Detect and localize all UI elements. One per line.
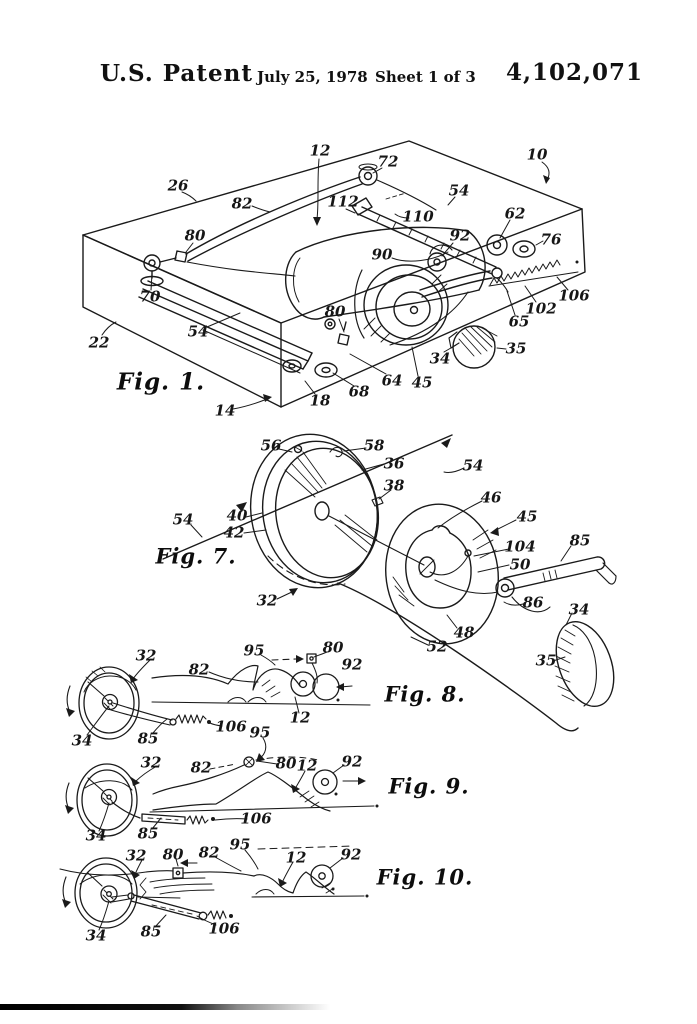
ref-numeral: 76 xyxy=(540,230,562,249)
ref-numeral: 95 xyxy=(243,641,265,660)
fig7-drawing xyxy=(162,433,617,732)
ref-numeral: 32 xyxy=(140,753,162,772)
ref-numeral: 80 xyxy=(324,302,346,321)
ref-numeral: 112 xyxy=(327,192,359,211)
ref-numeral: 85 xyxy=(137,824,159,843)
ref-numeral: 62 xyxy=(504,204,526,223)
ref-numeral: 70 xyxy=(139,287,161,306)
ref-numeral: 14 xyxy=(214,401,236,420)
fig9-drawing xyxy=(65,756,379,837)
scan-artifact-bar xyxy=(0,1004,330,1010)
ref-numeral: 50 xyxy=(509,555,531,574)
ref-numeral: 45 xyxy=(516,507,538,526)
ref-numeral: 65 xyxy=(508,312,530,331)
ref-numeral: 80 xyxy=(275,754,297,773)
ref-numeral: 80 xyxy=(184,226,206,245)
fig9-caption: Fig. 9. xyxy=(388,773,470,799)
ref-numeral: 92 xyxy=(341,655,363,674)
ref-numeral: 86 xyxy=(522,593,544,612)
ref-numeral: 22 xyxy=(88,333,110,352)
ref-numeral: 85 xyxy=(569,531,591,550)
ref-numeral: 90 xyxy=(371,245,393,264)
patent-title: U.S. Patent xyxy=(100,60,253,87)
ref-numeral: 34 xyxy=(85,826,107,845)
ref-numeral: 48 xyxy=(453,623,475,642)
fig8-drawing xyxy=(66,651,371,762)
ref-numeral: 102 xyxy=(525,299,557,318)
ref-numeral: 54 xyxy=(462,456,484,475)
ref-numeral: 36 xyxy=(383,454,405,473)
ref-numeral: 26 xyxy=(167,176,189,195)
ref-numeral: 80 xyxy=(162,845,184,864)
ref-numeral: 64 xyxy=(381,371,403,390)
ref-numeral: 106 xyxy=(240,809,272,828)
ref-numeral: 54 xyxy=(172,510,194,529)
ref-numeral: 82 xyxy=(231,194,253,213)
ref-numeral: 92 xyxy=(449,226,471,245)
ref-numeral: 106 xyxy=(558,286,590,305)
ref-numeral: 80 xyxy=(322,638,344,657)
ref-numeral: 85 xyxy=(137,729,159,748)
ref-numeral: 52 xyxy=(426,637,448,656)
ref-numeral: 38 xyxy=(383,476,405,495)
ref-numeral: 58 xyxy=(363,436,385,455)
ref-numeral: 34 xyxy=(429,349,451,368)
ref-numeral: 12 xyxy=(309,141,331,160)
fig10-drawing xyxy=(59,845,369,931)
ref-numeral: 40 xyxy=(226,506,248,525)
ref-numeral: 32 xyxy=(256,591,278,610)
sheet-number: Sheet 1 of 3 xyxy=(375,68,476,86)
ref-numeral: 12 xyxy=(296,756,318,775)
ref-numeral: 18 xyxy=(309,391,331,410)
ref-numeral: 95 xyxy=(249,723,271,742)
ref-numeral: 92 xyxy=(340,845,362,864)
ref-numeral: 35 xyxy=(535,651,557,670)
patent-date: July 25, 1978 xyxy=(257,68,368,86)
ref-numeral: 12 xyxy=(289,708,311,727)
ref-numeral: 82 xyxy=(190,758,212,777)
ref-numeral: 35 xyxy=(505,339,527,358)
ref-numeral: 45 xyxy=(411,373,433,392)
ref-numeral: 106 xyxy=(208,919,240,938)
ref-numeral: 56 xyxy=(260,436,282,455)
fig7-caption: Fig. 7. xyxy=(155,543,237,569)
ref-numeral: 12 xyxy=(285,848,307,867)
ref-numeral: 34 xyxy=(71,731,93,750)
ref-numeral: 82 xyxy=(188,660,210,679)
fig1-caption: Fig. 1. xyxy=(116,368,206,396)
ref-numeral: 46 xyxy=(480,488,502,507)
ref-numeral: 34 xyxy=(568,600,590,619)
patent-number: 4,102,071 xyxy=(506,59,644,86)
ref-numeral: 85 xyxy=(140,922,162,941)
ref-numeral: 104 xyxy=(504,537,536,556)
ref-numeral: 54 xyxy=(448,181,470,200)
ref-numeral: 54 xyxy=(187,322,209,341)
ref-numeral: 32 xyxy=(135,646,157,665)
ref-numeral: 32 xyxy=(125,846,147,865)
ref-numeral: 72 xyxy=(377,152,399,171)
ref-numeral: 110 xyxy=(402,207,434,226)
ref-numeral: 34 xyxy=(85,926,107,945)
ref-numeral: 10 xyxy=(526,145,548,164)
fig8-caption: Fig. 8. xyxy=(384,681,466,707)
ref-numeral: 106 xyxy=(215,717,247,736)
ref-numeral: 82 xyxy=(198,843,220,862)
ref-numeral: 68 xyxy=(348,382,370,401)
ref-numeral: 92 xyxy=(341,752,363,771)
ref-numeral: 42 xyxy=(223,523,245,542)
ref-numeral: 95 xyxy=(229,835,251,854)
fig10-caption: Fig. 10. xyxy=(376,864,474,890)
fig1-drawing xyxy=(82,140,586,410)
